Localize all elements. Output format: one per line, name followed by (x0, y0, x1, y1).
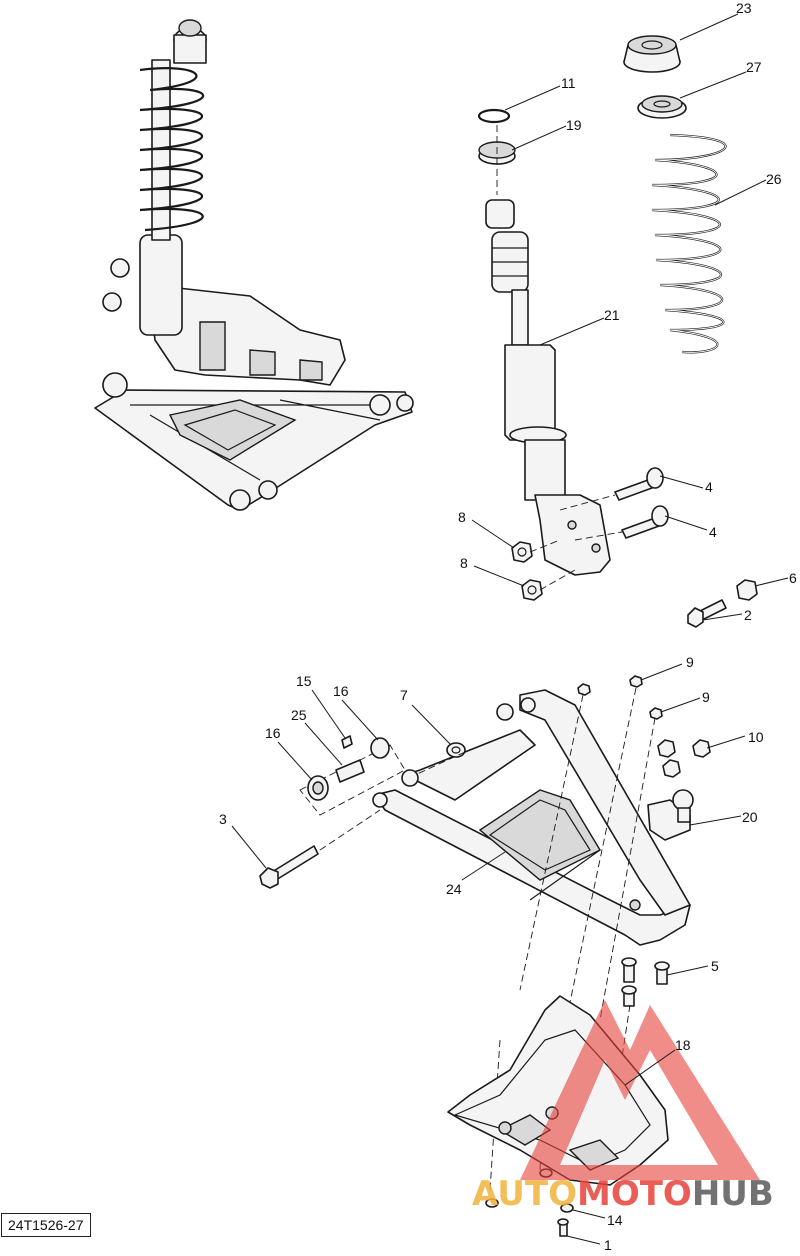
watermark-logo: AUTOMOTOHUB (472, 1000, 774, 1214)
bolt-4-upper (614, 467, 664, 501)
callout-19: 19 (566, 117, 582, 133)
shock-absorber-21 (485, 199, 611, 576)
callout-11: 11 (561, 75, 576, 91)
reference-code-label: 24T1526-27 (1, 1213, 91, 1237)
callout-6: 6 (789, 570, 797, 586)
nut-8-lower (521, 579, 543, 601)
callout-2: 2 (744, 607, 752, 623)
callout-3: 3 (219, 811, 227, 827)
nut-10-b (662, 759, 681, 778)
coil-spring-26 (651, 133, 727, 354)
callout-21: 21 (604, 307, 620, 323)
callout-8-upper: 8 (458, 509, 466, 525)
ball-joint-20 (647, 789, 694, 841)
circlip-11 (477, 108, 511, 124)
callout-24: 24 (446, 881, 462, 897)
watermark-moto: MOTO (577, 1174, 692, 1214)
nut-8-upper (511, 541, 533, 563)
watermark-auto: AUTO (472, 1174, 577, 1214)
callout-1: 1 (604, 1237, 612, 1253)
callout-18: 18 (675, 1037, 691, 1053)
bolt-3 (259, 845, 319, 889)
watermark-hub: HUB (692, 1174, 774, 1214)
spring-seat-27 (637, 95, 687, 119)
callout-5: 5 (711, 958, 719, 974)
bolt-4-lower (621, 505, 669, 539)
callout-20: 20 (742, 809, 758, 825)
callout-25: 25 (291, 707, 307, 723)
callout-10: 10 (748, 729, 764, 745)
callout-9-lower: 9 (702, 689, 710, 705)
callout-16-lower: 16 (265, 725, 281, 741)
callout-4-lower: 4 (709, 524, 717, 540)
bolt-5 (621, 957, 670, 1007)
callout-14: 14 (607, 1212, 623, 1228)
nut-9-c (649, 707, 663, 720)
callout-4-upper: 4 (705, 479, 713, 495)
nut-6 (736, 579, 758, 601)
assembled-suspension-view (94, 19, 414, 511)
spring-seat-23 (623, 35, 681, 73)
callout-9-upper: 9 (686, 654, 694, 670)
watermark-mountain-icon (520, 1000, 760, 1180)
bushing-group (299, 735, 466, 816)
svg-text:AUTOMOTOHUB: AUTOMOTOHUB (472, 1174, 774, 1214)
callout-8-lower: 8 (460, 555, 468, 571)
screw-1 (557, 1218, 569, 1237)
nut-9-b (629, 675, 643, 688)
callout-15: 15 (296, 673, 312, 689)
callouts: 23 27 11 19 26 21 4 4 8 8 6 2 9 (219, 0, 797, 1253)
callout-7: 7 (400, 687, 408, 703)
callout-16-upper: 16 (333, 683, 349, 699)
callout-23: 23 (736, 0, 752, 16)
nut-10-c (692, 739, 711, 758)
nut-9-a (577, 683, 591, 696)
bolt-2 (687, 599, 727, 628)
a-arm-24 (372, 689, 691, 946)
nut-10-a (657, 739, 676, 758)
callout-27: 27 (746, 59, 762, 75)
callout-26: 26 (766, 171, 782, 187)
